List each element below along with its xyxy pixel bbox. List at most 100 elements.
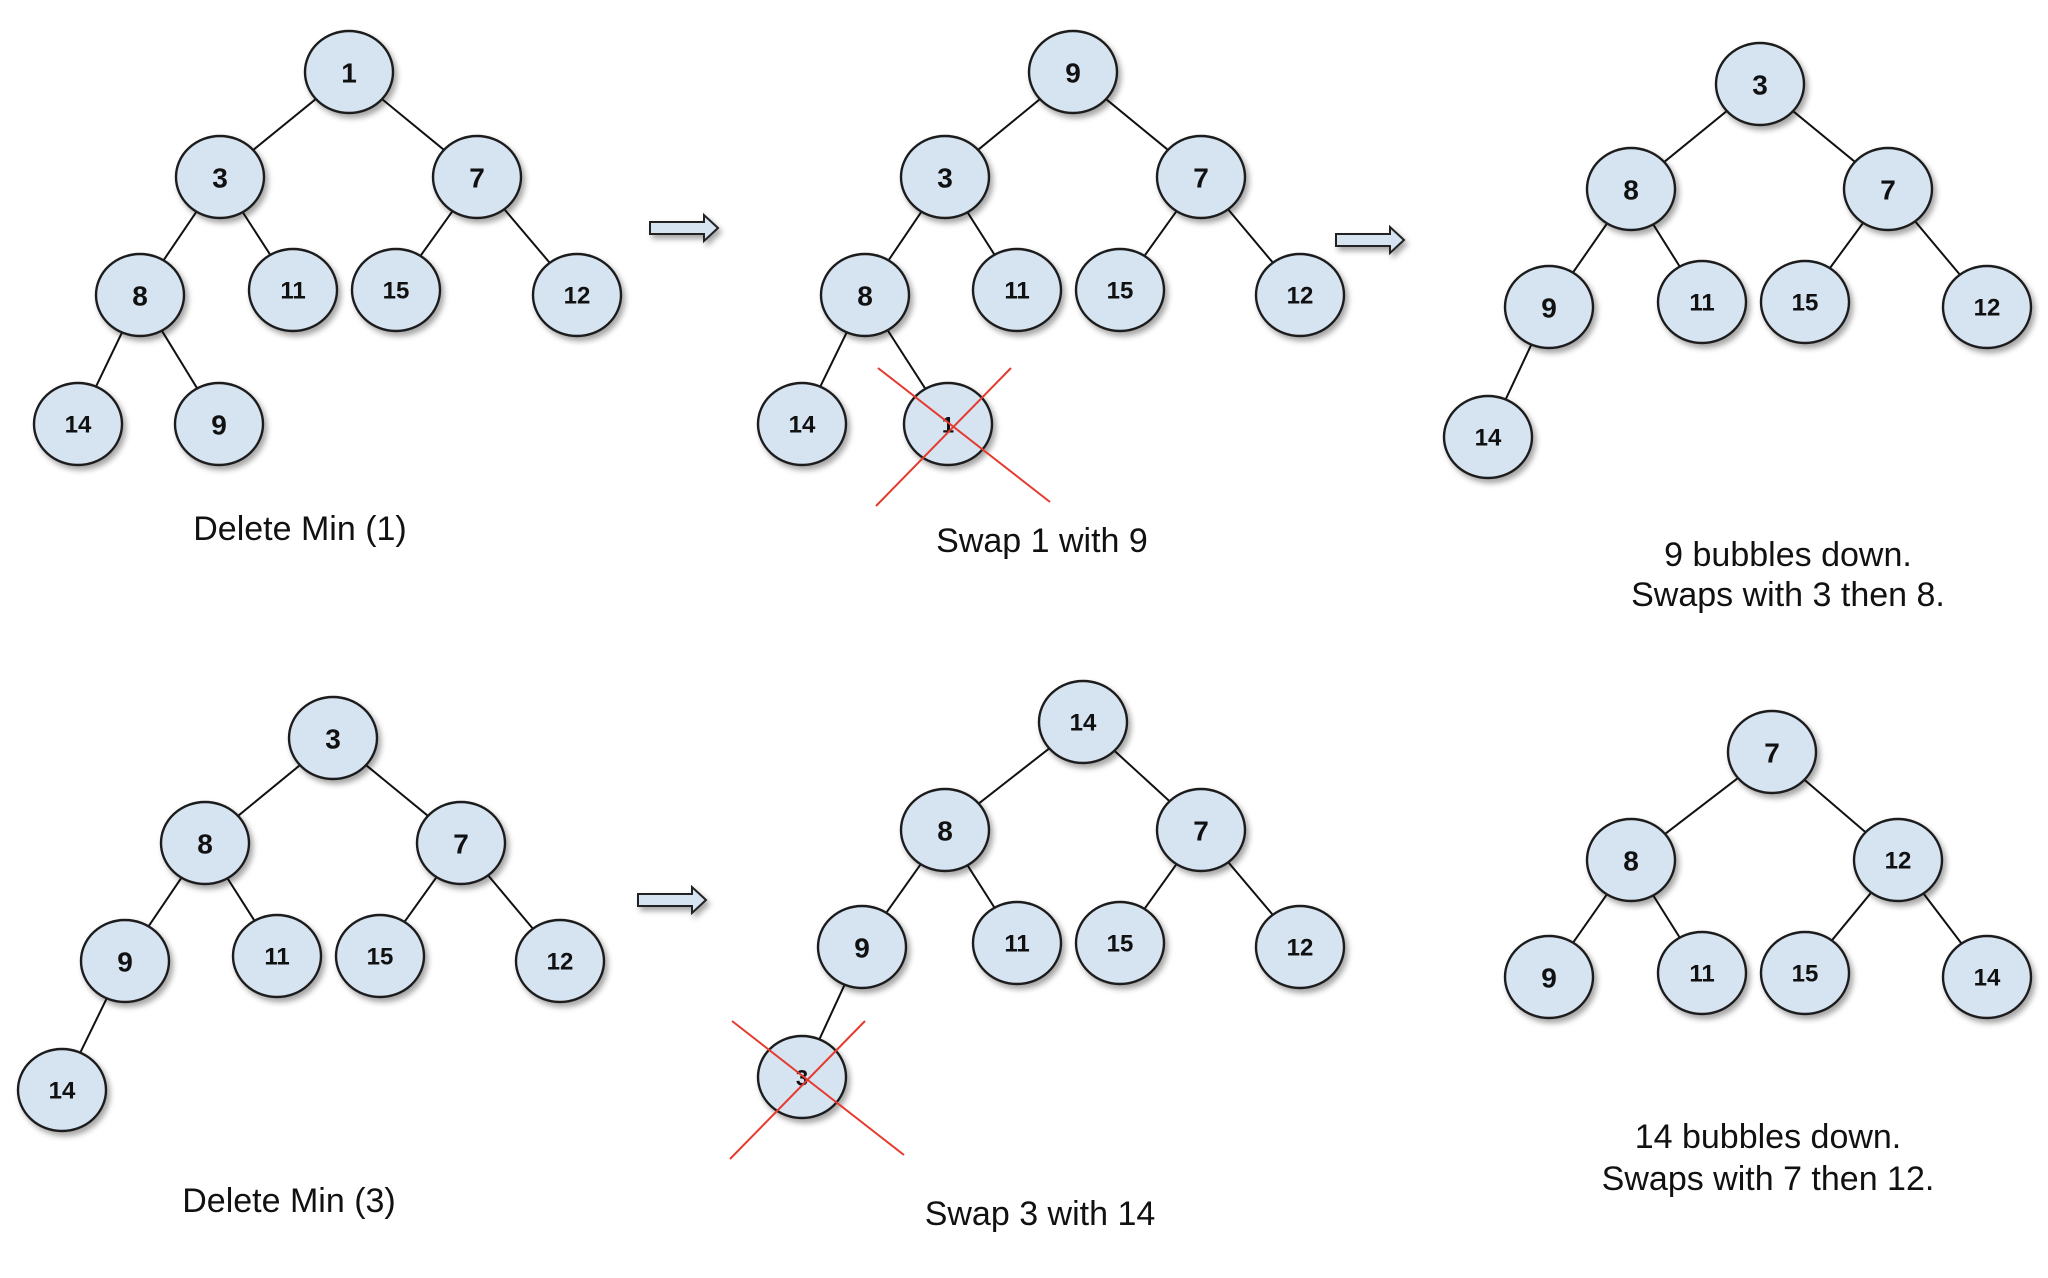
node-label: 15 — [1792, 290, 1819, 317]
tree-node: 15 — [350, 247, 442, 333]
tree-node: 8 — [819, 252, 911, 338]
node-label: 15 — [383, 278, 410, 305]
tree-edge — [1141, 207, 1180, 260]
tree-node: 7 — [415, 800, 507, 886]
node-circle — [32, 381, 124, 467]
tree-node: 11 — [971, 900, 1063, 986]
step-caption: Swap 1 with 9 — [936, 522, 1148, 560]
node-label: 9 — [117, 947, 133, 978]
node-label: 15 — [1792, 961, 1819, 988]
tree-node: 7 — [1726, 709, 1818, 795]
node-circle — [1254, 252, 1346, 338]
node-circle — [1155, 134, 1247, 220]
tree-node: 9 — [1503, 264, 1595, 350]
node-circle — [1759, 930, 1851, 1016]
node-circle — [756, 381, 848, 467]
deleted-cross-icon — [875, 367, 1051, 507]
tree-edge — [1141, 860, 1180, 913]
node-label: 7 — [1193, 816, 1209, 847]
tree-edge — [1224, 205, 1277, 267]
node-label: 9 — [1065, 58, 1081, 89]
tree-node: 15 — [1074, 247, 1166, 333]
tree-node: 11 — [231, 913, 323, 999]
node-label: 14 — [1070, 710, 1097, 737]
tree-edge — [883, 860, 924, 917]
tree-node: 11 — [971, 247, 1063, 333]
node-label: 7 — [1764, 738, 1780, 769]
node-circle — [1074, 900, 1166, 986]
node-label: 11 — [1689, 290, 1714, 317]
node-circle — [334, 913, 426, 999]
tree-node: 12 — [514, 918, 606, 1004]
tree-node: 15 — [334, 913, 426, 999]
tree-edge — [1800, 776, 1870, 836]
tree-edge — [885, 207, 925, 265]
edges-layer — [77, 95, 1965, 1057]
tree-edge — [974, 745, 1054, 807]
node-circle — [756, 1034, 848, 1120]
node-label: 3 — [796, 1066, 808, 1091]
tree-node: 12 — [1941, 264, 2033, 350]
cross-stroke — [731, 1020, 905, 1156]
node-circle — [1714, 41, 1806, 127]
node-circle — [1842, 146, 1934, 232]
tree-edge — [1650, 891, 1683, 942]
node-label: 12 — [1287, 283, 1314, 310]
node-label: 9 — [211, 410, 227, 441]
tree-node: 7 — [431, 134, 523, 220]
node-circle — [431, 134, 523, 220]
tree-node: 9 — [79, 918, 171, 1004]
step-caption: 14 bubbles down. — [1635, 1118, 1902, 1156]
arrows-layer — [637, 212, 1406, 916]
node-circle — [531, 252, 623, 338]
tree-node: 7 — [1155, 787, 1247, 873]
tree-node: 14 — [1442, 394, 1534, 480]
node-label: 9 — [854, 933, 870, 964]
tree-node: 9 — [1503, 934, 1595, 1020]
tree-node: 3 — [174, 134, 266, 220]
node-circle — [1027, 29, 1119, 115]
tree-node: 3 — [756, 1034, 848, 1120]
tree-edge — [145, 873, 185, 931]
node-label: 15 — [367, 944, 394, 971]
step-caption: Delete Min (3) — [182, 1182, 396, 1220]
node-label: 7 — [453, 829, 469, 860]
node-label: 8 — [937, 816, 953, 847]
node-circle — [819, 252, 911, 338]
step-caption: 9 bubbles down. — [1664, 536, 1912, 574]
node-circle — [971, 247, 1063, 333]
node-label: 8 — [1623, 175, 1639, 206]
node-circle — [1503, 264, 1595, 350]
cross-stroke — [729, 1020, 866, 1160]
node-circle — [350, 247, 442, 333]
tree-edge — [1826, 219, 1867, 272]
tree-node: 15 — [1759, 930, 1851, 1016]
tree-edge — [378, 95, 448, 154]
node-circle — [1037, 679, 1129, 765]
step-caption: Delete Min (1) — [193, 510, 407, 548]
tree-node: 8 — [94, 252, 186, 338]
tree-edge — [964, 861, 998, 912]
node-label: 12 — [547, 949, 574, 976]
node-label: 14 — [1974, 965, 2001, 992]
tree-node: 1 — [303, 29, 395, 115]
captions-layer: Delete Min (1) Swap 1 with 9 9 bubbles dow… — [182, 510, 1945, 1233]
tree-node: 1 — [902, 381, 994, 467]
node-label: 3 — [325, 724, 341, 755]
tree-edge — [1569, 890, 1611, 947]
deleted-cross-icon — [729, 1020, 905, 1160]
tree-node: 11 — [1656, 930, 1748, 1016]
tree-node: 15 — [1759, 259, 1851, 345]
tree-edge — [1661, 774, 1742, 838]
node-circle — [415, 800, 507, 886]
node-circle — [899, 787, 991, 873]
node-circle — [1585, 146, 1677, 232]
node-label: 3 — [212, 163, 228, 194]
node-circle — [1656, 259, 1748, 345]
node-circle — [902, 381, 994, 467]
node-label: 14 — [789, 412, 816, 439]
node-label: 7 — [469, 163, 485, 194]
node-label: 12 — [1974, 295, 2001, 322]
cross-stroke — [877, 367, 1051, 503]
